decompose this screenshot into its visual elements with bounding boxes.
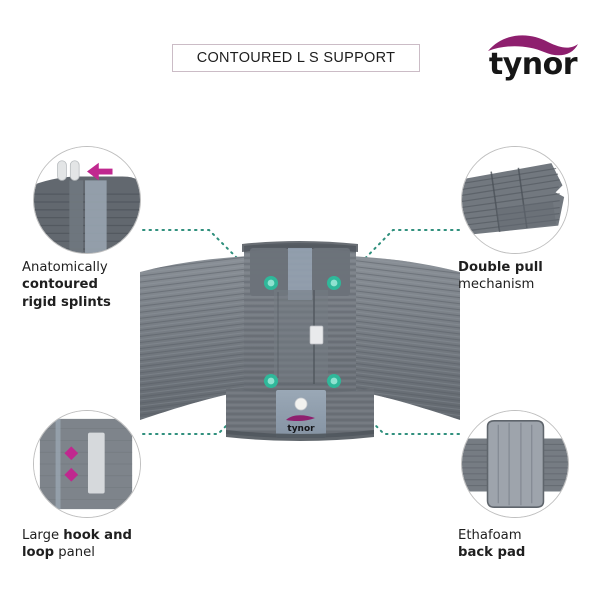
upper-left-pull-strap <box>250 248 288 296</box>
upper-right-pull-strap <box>312 248 350 296</box>
swoosh-icon <box>286 415 315 422</box>
caption-line-2: back pad <box>458 545 526 561</box>
hook-loop-panel-closeup-icon <box>34 411 140 517</box>
caption-line-2-bold: loop <box>22 545 55 561</box>
product-brand-tag: tynor <box>287 424 315 434</box>
caption-line-2: contoured <box>22 277 98 293</box>
callout-image-double-pull-mechanism[interactable] <box>461 146 569 254</box>
page-title: CONTOURED L S SUPPORT <box>196 50 396 66</box>
caption-line-1-prefix: Large <box>22 528 64 543</box>
splint-rod-left <box>57 160 67 181</box>
caption-line-2: mechanism <box>458 277 535 293</box>
belt-bottom-binding <box>226 430 374 441</box>
arrow-left-magenta-icon <box>87 162 113 181</box>
brand-name: tynor <box>488 47 578 82</box>
size-tag-icon <box>309 325 324 345</box>
caption-line-3: rigid splints <box>22 294 111 310</box>
callout-caption-contoured-rigid-splints: Anatomically contoured rigid splints <box>22 259 172 311</box>
callout-caption-hook-and-loop-panel: Large hook and loop panel <box>22 527 182 562</box>
splint-rod-right <box>69 160 80 181</box>
brand-logo: tynor <box>478 30 588 86</box>
ethafoam-back-pad-closeup-icon <box>462 411 568 517</box>
callout-image-hook-and-loop-panel[interactable] <box>33 410 141 518</box>
callout-caption-double-pull-mechanism: Double pull mechanism <box>458 259 598 294</box>
double-pull-strap-closeup-icon <box>462 147 568 253</box>
arrow-right-magenta-icon-2 <box>64 467 79 482</box>
round-snap-button-icon <box>294 397 308 411</box>
arrow-right-magenta-icon <box>64 446 79 461</box>
swoosh-icon <box>488 35 578 56</box>
callout-caption-ethafoam-back-pad: Ethafoam back pad <box>458 527 598 562</box>
callout-image-contoured-rigid-splints[interactable] <box>33 146 141 254</box>
ethafoam-pad-shape <box>486 420 545 508</box>
callout-image-ethafoam-back-pad[interactable] <box>461 410 569 518</box>
caption-line-1: Ethafoam <box>458 528 522 543</box>
caption-line-2-suffix: panel <box>54 545 95 561</box>
caption-line-1: Anatomically <box>22 260 108 275</box>
splint-rods-closeup-icon <box>34 147 140 253</box>
hook-loop-strip <box>87 432 105 494</box>
caption-line-1: Double pull <box>458 260 543 275</box>
product-image: tynor <box>138 238 462 450</box>
brand-tag-panel <box>276 390 326 438</box>
page-title-box: CONTOURED L S SUPPORT <box>172 44 420 72</box>
caption-line-1-bold: hook and <box>63 528 132 543</box>
lumbar-support-belt-image: tynor <box>140 241 460 441</box>
